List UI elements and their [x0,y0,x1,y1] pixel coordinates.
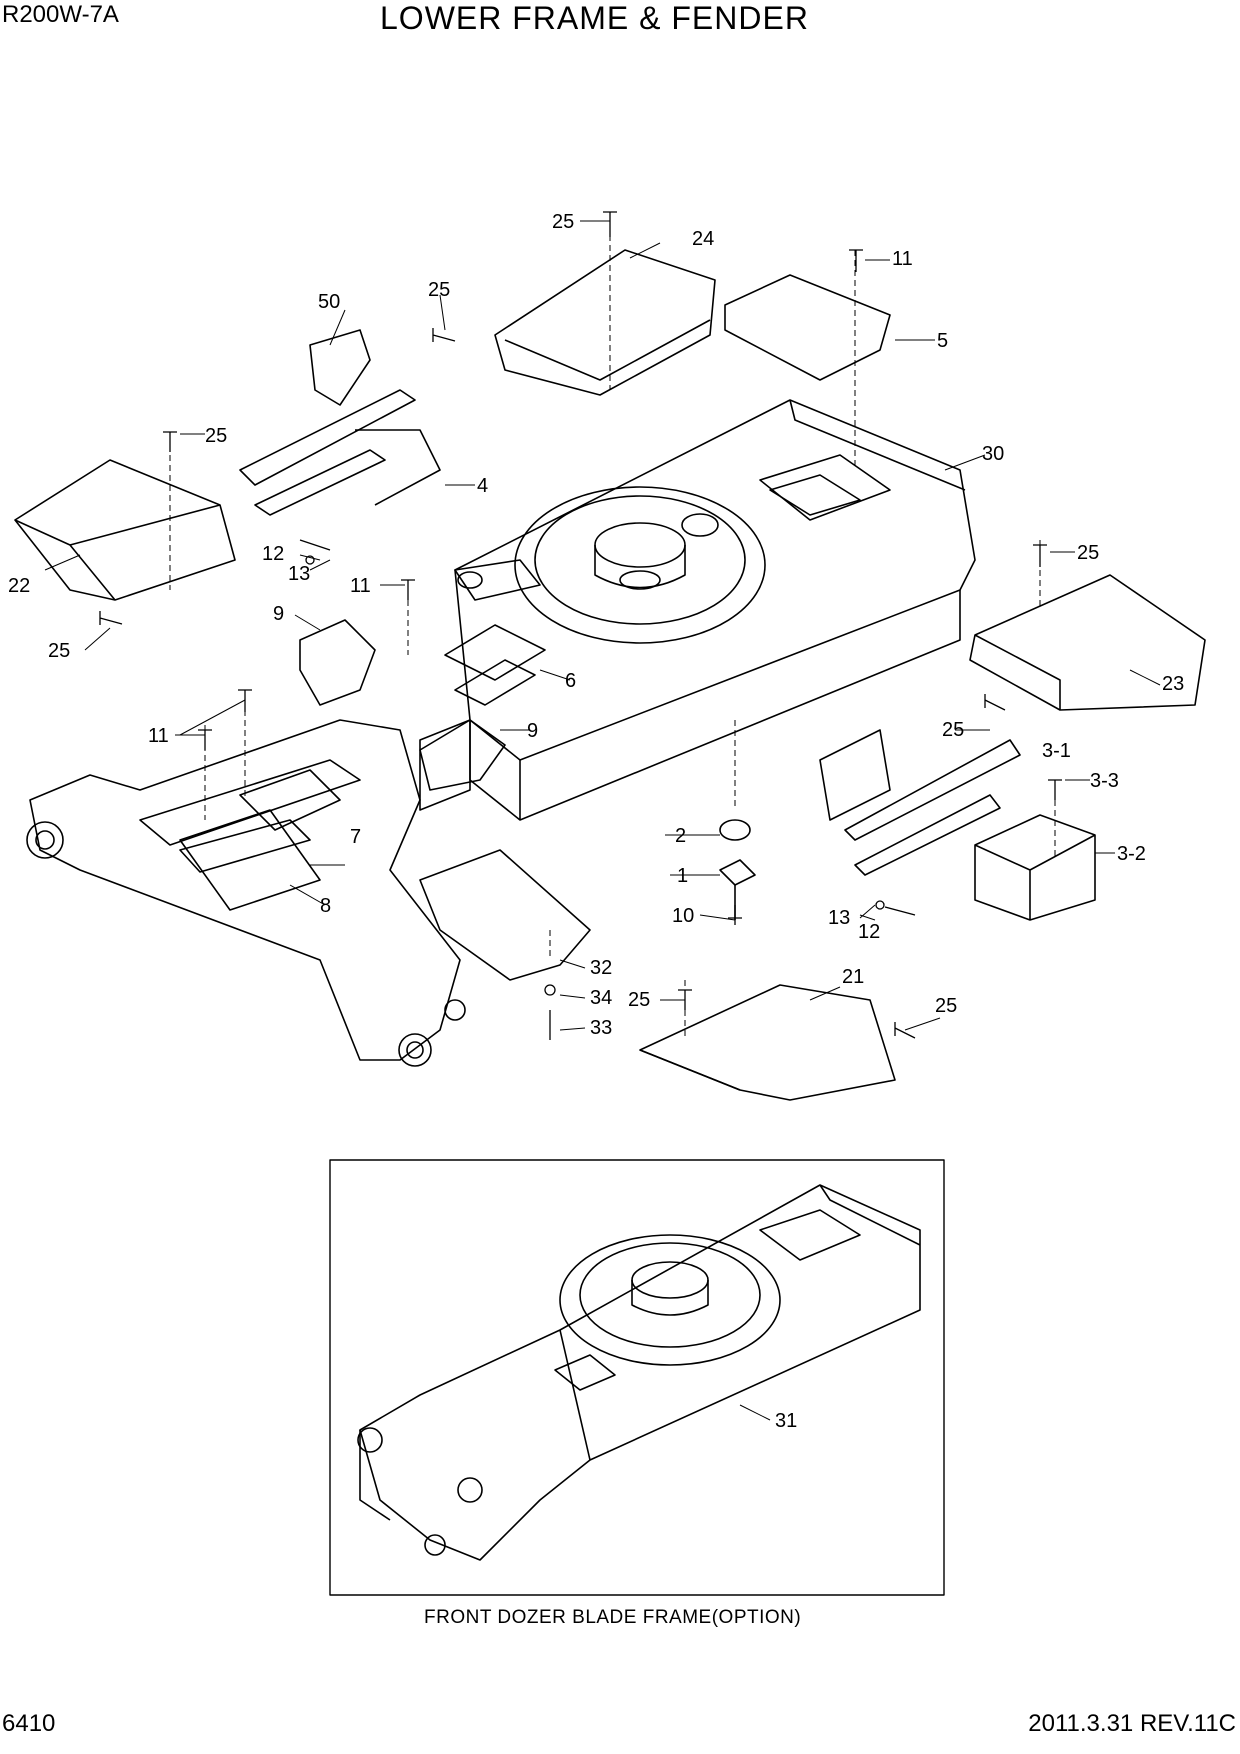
bracket-9-lower [419,719,506,791]
bracket-9-upper [299,619,376,706]
callout-label: 31 [775,1410,797,1432]
page-title: LOWER FRAME & FENDER [380,0,809,36]
callout-label: 23 [1162,673,1184,695]
stopper-1 [719,859,756,886]
fender-21 [639,984,896,1101]
callout-label: 33 [590,1017,612,1039]
callout-label: 12 [858,921,880,943]
callout-label: 25 [942,719,964,741]
cover-plate-5 [724,274,891,381]
callout-label: 3-2 [1117,843,1146,865]
callout-label: 9 [273,603,284,625]
cover-8 [179,809,321,911]
callout-label: 50 [318,291,340,313]
callout-label: 7 [350,826,361,848]
callout-label: 25 [48,640,70,662]
front-frame [26,719,471,1067]
step-3-1 [844,739,1021,876]
cover-6 [444,624,546,681]
callout-label: 11 [892,248,913,270]
callout-label: 8 [320,895,331,917]
callout-label: 5 [937,330,948,352]
callout-label: 11 [350,575,371,597]
callout-label: 22 [8,575,30,597]
callout-label: 34 [590,987,612,1009]
callout-label: 4 [477,475,488,497]
callout-label: 9 [527,720,538,742]
fender-22 [14,459,236,601]
bracket-50 [309,329,371,406]
model-number: R200W-7A [2,1,119,28]
inset-frame [329,1159,945,1596]
fender-23 [969,574,1206,711]
callout-label: 21 [842,966,864,988]
callout-label: 25 [205,425,227,447]
page-number: 6410 [2,1710,56,1737]
callout-label: 25 [1077,542,1099,564]
support-32 [419,849,591,981]
callout-label: 10 [672,905,694,927]
toolbox-3-2 [974,814,1096,921]
callout-label: 3-1 [1042,740,1071,762]
callout-label: 30 [982,443,1004,465]
callout-label: 6 [565,670,576,692]
stopper-2 [719,819,751,841]
fastener-bolts [99,211,1062,1040]
callout-label: 25 [935,995,957,1017]
step-4 [239,389,416,516]
callout-label: 25 [628,989,650,1011]
main-frame-30 [454,399,976,821]
callout-label: 3-3 [1090,770,1119,792]
inset-caption: FRONT DOZER BLADE FRAME(OPTION) [424,1607,802,1628]
callout-label: 24 [692,228,714,250]
callout-label: 13 [828,907,850,929]
callout-labels: 25 24 11 5 25 50 25 4 30 22 12 13 11 9 2… [8,211,1184,1432]
callout-label: 1 [677,865,688,887]
callout-label: 13 [288,563,310,585]
callout-label: 2 [675,825,686,847]
callout-label: 32 [590,957,612,979]
callout-label: 25 [552,211,574,233]
callout-label: 25 [428,279,450,301]
cover-7 [239,769,341,831]
revision-date: 2011.3.31 REV.11C [1028,1710,1236,1737]
fender-24 [494,249,716,396]
callout-label: 12 [262,543,284,565]
dozer-frame-31 [357,1184,921,1561]
callout-label: 11 [148,725,169,747]
